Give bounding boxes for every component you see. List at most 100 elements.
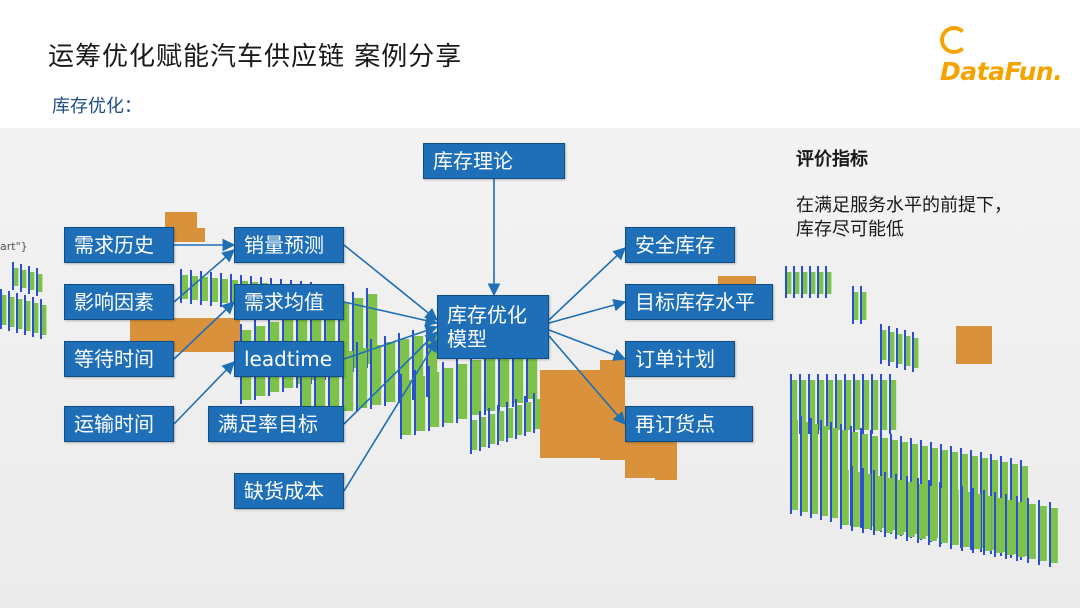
rack-shelf bbox=[844, 380, 852, 430]
rack-post bbox=[840, 464, 842, 529]
rack-post bbox=[790, 414, 792, 514]
rack-post bbox=[1027, 498, 1029, 563]
carton-stack bbox=[540, 370, 600, 458]
rack-post bbox=[809, 266, 811, 298]
rack-shelf bbox=[400, 380, 412, 435]
rack-shelf bbox=[328, 354, 340, 414]
node-target-stock-level: 目标库存水平 bbox=[625, 284, 773, 320]
rack-post bbox=[8, 291, 10, 331]
rack-shelf bbox=[384, 342, 396, 402]
rack-post bbox=[398, 333, 400, 403]
rack-post bbox=[790, 374, 792, 434]
rack-shelf bbox=[800, 422, 808, 512]
rack-post bbox=[961, 486, 963, 551]
rack-post bbox=[844, 374, 846, 434]
rack-post bbox=[512, 342, 514, 407]
rack-shelf bbox=[506, 408, 514, 438]
rack-post bbox=[826, 374, 828, 434]
rack-shelf bbox=[801, 272, 808, 294]
rack-shelf bbox=[28, 272, 35, 290]
node-demand-mean: 需求均值 bbox=[234, 284, 344, 320]
rack-shelf bbox=[853, 380, 861, 430]
rack-post bbox=[862, 374, 864, 434]
rack-shelf bbox=[906, 482, 915, 537]
rack-shelf bbox=[498, 352, 510, 407]
rack-shelf bbox=[40, 305, 47, 335]
rack-post bbox=[851, 466, 853, 531]
rack-post bbox=[896, 328, 898, 368]
flow-arrow bbox=[343, 301, 439, 327]
rack-shelf bbox=[1049, 508, 1058, 563]
flow-arrow bbox=[548, 329, 627, 361]
rack-post bbox=[40, 299, 42, 339]
node-transport-time: 运输时间 bbox=[64, 406, 174, 442]
rack-shelf bbox=[817, 272, 824, 294]
rack-post bbox=[801, 266, 803, 298]
rack-shelf bbox=[939, 488, 948, 543]
background-code-fragment: art"} bbox=[0, 240, 28, 253]
rack-shelf bbox=[488, 414, 496, 444]
rack-shelf bbox=[338, 302, 350, 372]
flow-arrow bbox=[343, 331, 438, 425]
rack-shelf bbox=[20, 270, 27, 288]
rack-shelf bbox=[515, 405, 523, 435]
rack-post bbox=[980, 452, 982, 552]
rack-shelf bbox=[873, 476, 882, 531]
rack-post bbox=[506, 402, 508, 442]
rack-shelf bbox=[190, 276, 198, 300]
rack-shelf bbox=[825, 272, 832, 294]
rack-post bbox=[1005, 494, 1007, 559]
rack-shelf bbox=[961, 492, 970, 547]
rack-shelf bbox=[862, 474, 871, 529]
rack-post bbox=[515, 399, 517, 439]
rack-post bbox=[497, 405, 499, 445]
rack-post bbox=[24, 295, 26, 335]
rack-shelf bbox=[793, 272, 800, 294]
rack-post bbox=[817, 374, 819, 434]
rack-post bbox=[324, 300, 326, 380]
rack-post bbox=[20, 264, 22, 292]
rack-post bbox=[488, 408, 490, 448]
rack-post bbox=[498, 346, 500, 411]
node-fill-rate-target: 满足率目标 bbox=[208, 406, 344, 442]
rack-shelf bbox=[1000, 462, 1008, 552]
rack-post bbox=[220, 273, 222, 307]
rack-shelf bbox=[880, 380, 888, 430]
rack-post bbox=[830, 422, 832, 522]
rack-shelf bbox=[840, 470, 849, 525]
rack-post bbox=[230, 274, 232, 308]
rack-post bbox=[414, 370, 416, 435]
rack-shelf bbox=[210, 278, 218, 302]
rack-post bbox=[442, 362, 444, 427]
rack-shelf bbox=[799, 380, 807, 430]
rack-post bbox=[860, 286, 862, 324]
rack-shelf bbox=[884, 478, 893, 533]
flow-arrow bbox=[343, 324, 439, 360]
rack-shelf bbox=[366, 294, 378, 364]
rack-shelf bbox=[356, 348, 368, 408]
rack-post bbox=[994, 492, 996, 557]
rack-post bbox=[785, 266, 787, 298]
rack-post bbox=[1038, 500, 1040, 565]
evaluation-description: 在满足服务水平的前提下，库存尽可能低 bbox=[796, 195, 1012, 241]
rack-shelf bbox=[785, 272, 792, 294]
node-safety-stock: 安全库存 bbox=[625, 227, 735, 263]
rack-shelf bbox=[428, 372, 440, 427]
rack-post bbox=[470, 414, 472, 454]
rack-post bbox=[384, 336, 386, 406]
rack-post bbox=[36, 268, 38, 296]
rack-shelf bbox=[817, 380, 825, 430]
rack-post bbox=[300, 354, 302, 424]
rack-post bbox=[342, 345, 344, 415]
rack-shelf bbox=[790, 380, 798, 430]
rack-shelf bbox=[0, 295, 7, 325]
rack-post bbox=[366, 288, 368, 368]
rack-post bbox=[12, 262, 14, 290]
rack-shelf bbox=[24, 301, 31, 331]
node-influencing-factors: 影响因素 bbox=[64, 284, 174, 320]
rack-shelf bbox=[889, 380, 897, 430]
rack-post bbox=[983, 490, 985, 555]
rack-shelf bbox=[533, 399, 541, 429]
rack-shelf bbox=[526, 344, 538, 399]
node-demand-history: 需求历史 bbox=[64, 227, 174, 263]
